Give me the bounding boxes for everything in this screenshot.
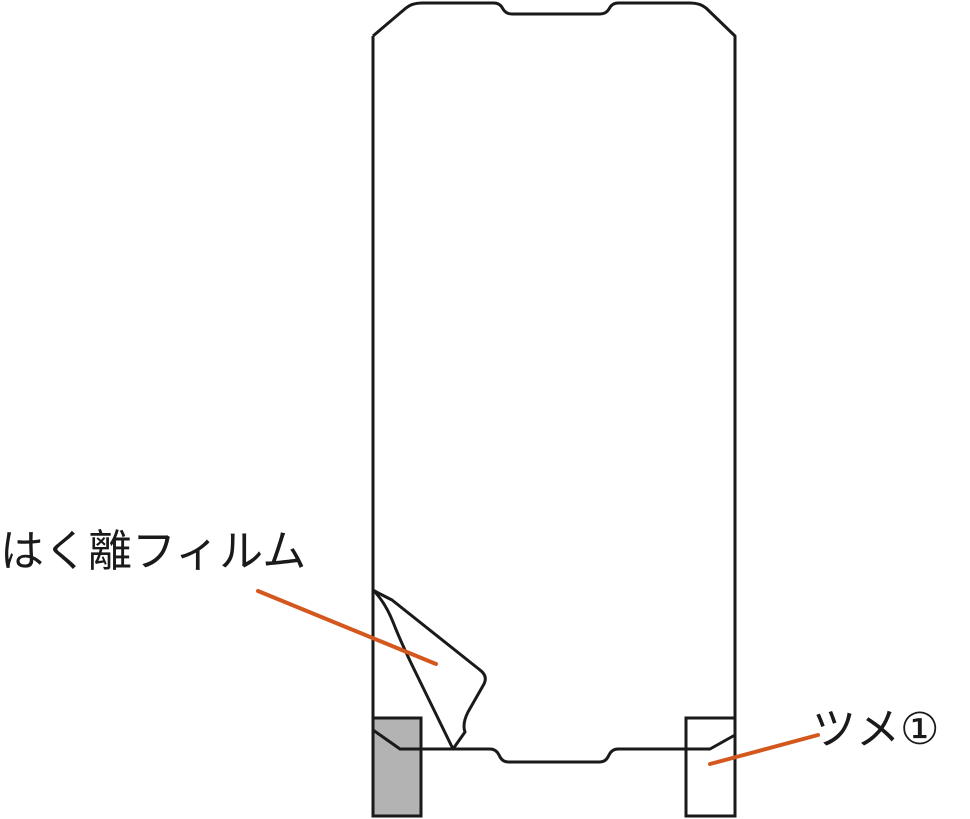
release-film-label: はく離フィルム [0, 526, 307, 577]
release-film-leader-line [256, 589, 438, 666]
peeled-release-film [371, 588, 487, 751]
tab-leader-line [708, 733, 820, 766]
protector-film-outline [372, 1, 737, 764]
right-tab-tsume-1 [684, 716, 737, 818]
right-tab-corner-line [686, 733, 736, 751]
left-tab-shaded [371, 716, 423, 818]
tab-label: ツメ① [812, 704, 940, 755]
left-tab-corner-line [372, 728, 453, 751]
